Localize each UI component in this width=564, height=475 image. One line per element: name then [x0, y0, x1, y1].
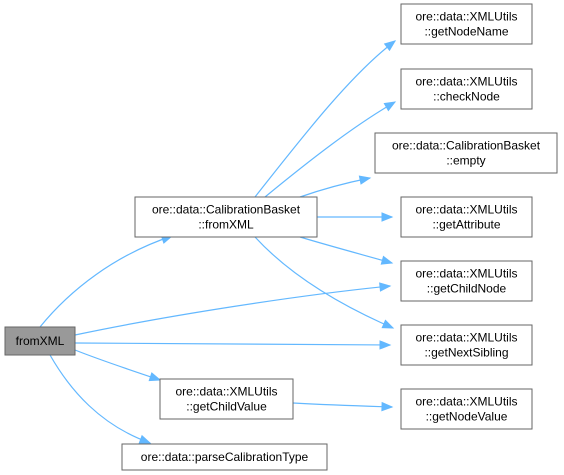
edges-layer [39, 40, 397, 444]
edge-root-to-parsecal [49, 354, 152, 444]
node-root[interactable]: fromXML [4, 326, 76, 356]
node-label: ore::data::XMLUtils [415, 331, 517, 345]
node-box[interactable] [400, 196, 533, 238]
arrowhead-icon [379, 340, 392, 350]
edge-line [254, 236, 394, 329]
node-box[interactable] [400, 388, 533, 430]
node-parsecal[interactable]: ore::data::parseCalibrationType [121, 443, 328, 471]
node-label: ore::data::XMLUtils [415, 203, 517, 217]
node-label: ::getAttribute [432, 218, 500, 232]
node-label: ore::data::CalibrationBasket [152, 203, 301, 217]
edge-cb_fromxml-to-checknode [264, 101, 397, 198]
node-getnextsibling[interactable]: ore::data::XMLUtils::getNextSibling [400, 324, 533, 366]
edge-line [74, 342, 391, 346]
node-cb_empty[interactable]: ore::data::CalibrationBasket::empty [374, 132, 558, 174]
node-box[interactable] [400, 324, 533, 366]
node-label: ::checkNode [433, 90, 500, 104]
arrowhead-icon [381, 401, 394, 412]
node-label: ::getNodeName [424, 25, 508, 39]
node-getchildnode[interactable]: ore::data::XMLUtils::getChildNode [400, 260, 533, 302]
node-label: ore::data::XMLUtils [415, 267, 517, 281]
node-label: ::fromXML [198, 218, 254, 232]
node-getnodevalue[interactable]: ore::data::XMLUtils::getNodeValue [400, 388, 533, 430]
node-box[interactable] [374, 132, 558, 174]
edge-root-to-cb_fromxml [39, 234, 174, 328]
node-label: ore::data::CalibrationBasket [392, 139, 541, 153]
edge-root-to-getnextsibling [74, 340, 392, 350]
arrowhead-icon [358, 175, 372, 185]
node-label: ore::data::XMLUtils [415, 10, 517, 24]
edge-line [74, 285, 391, 336]
node-label: ore::data::parseCalibrationType [141, 450, 309, 464]
arrowhead-icon [148, 372, 162, 382]
node-getnodename[interactable]: ore::data::XMLUtils::getNodeName [400, 3, 533, 45]
edge-line [299, 177, 371, 198]
edge-line [264, 101, 396, 198]
node-box[interactable] [121, 443, 328, 471]
node-box[interactable] [400, 3, 533, 45]
arrowhead-icon [381, 212, 394, 222]
edge-line [39, 235, 173, 328]
edge-cb_fromxml-to-getnodename [254, 40, 397, 198]
edge-cb_fromxml-to-getchildnode [299, 236, 394, 265]
node-checknode[interactable]: ore::data::XMLUtils::checkNode [400, 68, 533, 110]
node-box[interactable] [400, 68, 533, 110]
edge-cb_fromxml-to-cb_empty [299, 175, 372, 198]
edge-cb_fromxml-to-getnextsibling [254, 236, 395, 329]
edge-getchildvalue-to-getnodevalue [292, 401, 394, 412]
edge-root-to-getchildvalue [74, 349, 162, 382]
node-label: ::getChildNode [427, 282, 507, 296]
arrowhead-icon [138, 434, 152, 444]
node-label: ::getNodeValue [426, 410, 508, 424]
node-label: ore::data::XMLUtils [415, 395, 517, 409]
node-label: fromXML [16, 334, 65, 348]
node-label: ore::data::XMLUtils [175, 385, 277, 399]
arrowhead-icon [383, 101, 397, 112]
arrowhead-icon [379, 282, 392, 292]
edge-root-to-getchildnode [74, 282, 392, 336]
arrowhead-icon [383, 40, 397, 52]
node-label: ore::data::XMLUtils [415, 75, 517, 89]
node-cb_fromxml[interactable]: ore::data::CalibrationBasket::fromXML [134, 196, 318, 238]
node-getchildvalue[interactable]: ore::data::XMLUtils::getChildValue [159, 378, 294, 420]
node-label: ::empty [446, 154, 485, 168]
node-box[interactable] [134, 196, 318, 238]
edge-line [254, 40, 396, 198]
edge-cb_fromxml-to-getattribute [317, 212, 394, 222]
arrowhead-icon [381, 319, 395, 329]
node-getattribute[interactable]: ore::data::XMLUtils::getAttribute [400, 196, 533, 238]
node-box[interactable] [159, 378, 294, 420]
edge-line [74, 349, 161, 381]
node-label: ::getChildValue [186, 400, 267, 414]
edge-line [49, 354, 151, 444]
arrowhead-icon [380, 255, 394, 265]
edge-line [292, 402, 393, 408]
node-label: ::getNextSibling [424, 346, 508, 360]
nodes-layer: fromXML ore::data::CalibrationBasket::fro… [4, 3, 558, 471]
edge-line [299, 236, 393, 264]
node-box[interactable] [400, 260, 533, 302]
node-box[interactable] [4, 326, 76, 356]
